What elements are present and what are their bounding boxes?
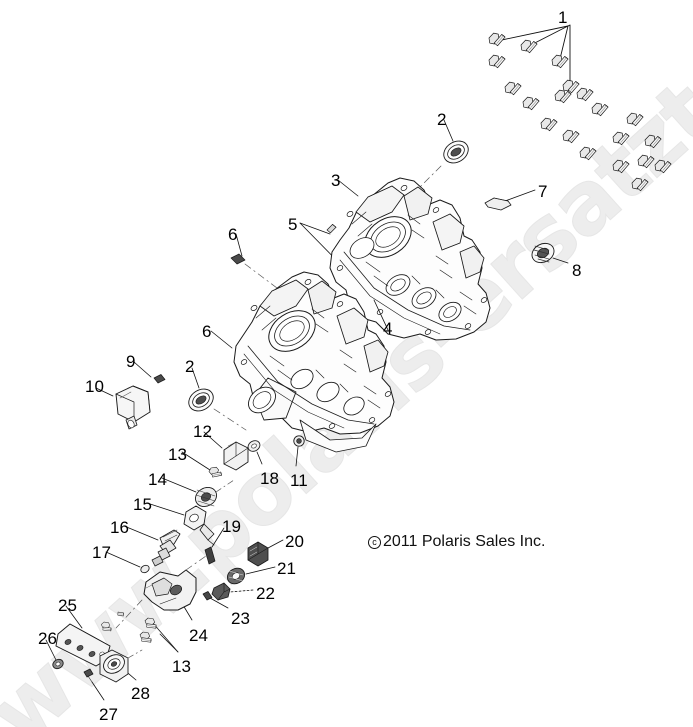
callout-1[interactable]: 1 — [558, 8, 568, 27]
screw-a — [181, 451, 224, 480]
breather-housing — [95, 385, 151, 430]
shift-detent-arm — [146, 502, 215, 546]
bolt-field-group — [486, 24, 674, 194]
callout-21[interactable]: 21 — [277, 559, 296, 578]
callout-17[interactable]: 17 — [92, 543, 111, 562]
washer-lock — [226, 566, 276, 585]
threaded-insert — [531, 242, 569, 264]
callout-7[interactable]: 7 — [538, 182, 548, 201]
plug-ball — [293, 435, 305, 467]
callout-5[interactable]: 5 — [288, 215, 298, 234]
nut-flange — [247, 539, 284, 567]
callout-26[interactable]: 26 — [38, 629, 57, 648]
callout-16[interactable]: 16 — [110, 518, 129, 537]
o-ring-small — [105, 551, 150, 574]
callout-6a[interactable]: 6 — [228, 225, 238, 244]
dowel-pin-upper — [230, 233, 286, 295]
oil-fitting — [203, 431, 249, 471]
crankcase-half-right — [329, 177, 491, 341]
callout-19[interactable]: 19 — [222, 517, 241, 536]
copyright-mark: c — [368, 536, 381, 549]
callout-10[interactable]: 10 — [85, 377, 104, 396]
bolt-short — [211, 582, 254, 601]
gear-idler — [161, 477, 235, 507]
callout-2b[interactable]: 2 — [185, 357, 195, 376]
oil-seal-lower — [188, 367, 247, 431]
oil-gallery-plate — [55, 605, 111, 667]
callout-13a[interactable]: 13 — [168, 445, 187, 464]
callout-3[interactable]: 3 — [331, 171, 341, 190]
screw-b — [98, 609, 179, 653]
callout-9[interactable]: 9 — [126, 352, 136, 371]
bearing-seal — [99, 649, 143, 683]
callout-28[interactable]: 28 — [131, 684, 150, 703]
o-ring — [247, 440, 263, 465]
callout-18[interactable]: 18 — [260, 469, 279, 488]
callout-13b[interactable]: 13 — [172, 657, 191, 676]
set-screw — [133, 361, 166, 384]
callout-8[interactable]: 8 — [572, 261, 582, 280]
screw-long — [83, 668, 105, 701]
callout-24[interactable]: 24 — [189, 626, 208, 645]
dowel-pin-long — [484, 189, 536, 211]
copyright-text: 2011 Polaris Sales Inc. — [383, 533, 546, 550]
washer-small — [45, 639, 64, 670]
callout-27[interactable]: 27 — [99, 705, 118, 724]
crankcase-half-left-leader — [373, 299, 389, 331]
callout-12[interactable]: 12 — [193, 422, 212, 441]
callout-15[interactable]: 15 — [133, 495, 152, 514]
callout-11[interactable]: 11 — [290, 471, 308, 490]
oil-pump-housing — [115, 555, 207, 629]
crankcase-half-left — [233, 271, 395, 453]
detent-plunger — [123, 525, 181, 567]
oil-seal-upper — [416, 119, 469, 191]
callout-25[interactable]: 25 — [58, 596, 77, 615]
callout-2a[interactable]: 2 — [437, 110, 447, 129]
callout-4[interactable]: 4 — [383, 319, 393, 338]
callout-23[interactable]: 23 — [231, 609, 250, 628]
callout-20[interactable]: 20 — [285, 532, 304, 551]
callout-6b[interactable]: 6 — [202, 322, 212, 341]
spring-pin — [204, 527, 225, 565]
pin-dowel — [202, 591, 229, 609]
callout-14[interactable]: 14 — [148, 470, 167, 489]
callout-22[interactable]: 22 — [256, 584, 275, 603]
